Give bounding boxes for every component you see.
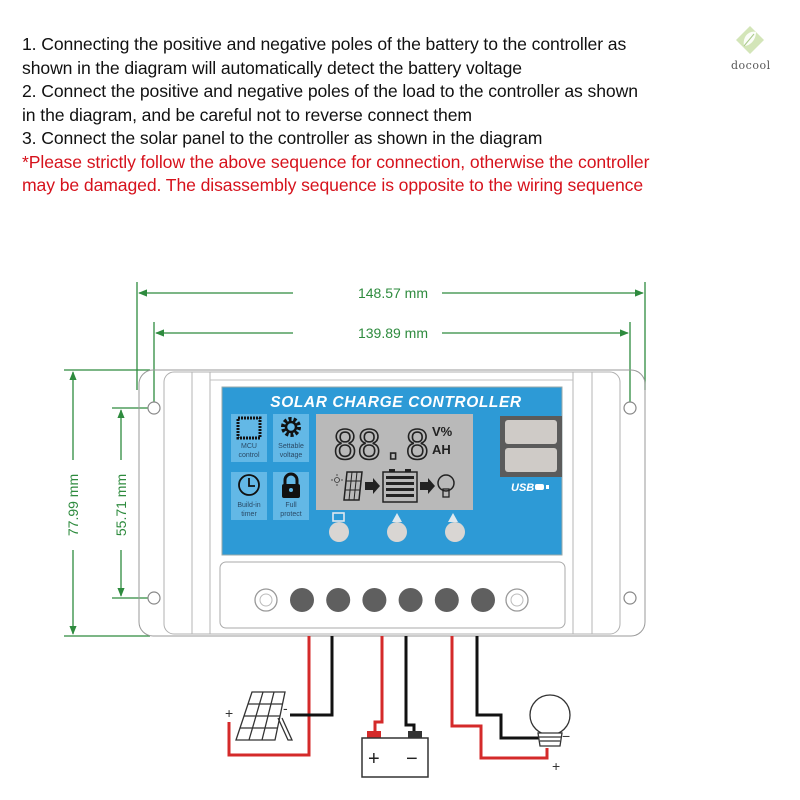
lcd-digits: 88.8 bbox=[333, 423, 429, 469]
instruction-line: shown in the diagram will automatically … bbox=[22, 57, 522, 78]
svg-text:Settable: Settable bbox=[278, 443, 304, 450]
feature-mcu-control: MCU control bbox=[231, 414, 267, 462]
feature-full-protect: Full protect bbox=[273, 472, 309, 520]
load-positive-wire bbox=[450, 636, 549, 760]
solar-panel-icon bbox=[235, 691, 294, 741]
svg-text:Build-in: Build-in bbox=[237, 502, 260, 509]
dim-label-hole-height: 55.71 mm bbox=[113, 474, 129, 536]
terminal-block bbox=[254, 588, 529, 612]
instruction-line: 3. Connect the solar panel to the contro… bbox=[22, 128, 543, 148]
terminal-screw bbox=[398, 588, 423, 612]
load-negative-wire bbox=[475, 636, 540, 740]
up-button[interactable] bbox=[387, 522, 407, 542]
dim-label-overall-height: 77.99 mm bbox=[65, 474, 81, 536]
svg-text:control: control bbox=[238, 452, 259, 459]
instruction-line: in the diagram, and be careful not to re… bbox=[22, 104, 472, 125]
usb-plug-icon bbox=[535, 484, 549, 490]
lcd-unit-bottom: AH bbox=[432, 442, 451, 457]
svg-text:timer: timer bbox=[241, 511, 257, 518]
arrow-right-icon bbox=[420, 478, 435, 494]
solar-minus-sign: - bbox=[283, 700, 288, 716]
battery-negative-wire bbox=[404, 636, 416, 733]
leaf-diamond-icon bbox=[736, 26, 764, 54]
feature-build-in-timer: Build-in timer bbox=[231, 472, 267, 520]
dim-label-overall-width: 148.57 mm bbox=[358, 285, 428, 301]
up-triangle-bulb-icon bbox=[448, 513, 458, 522]
usb-label: USB bbox=[511, 482, 534, 494]
svg-text:MCU: MCU bbox=[241, 443, 257, 450]
load-minus-sign: − bbox=[562, 728, 570, 744]
mcu-chip-icon bbox=[236, 416, 262, 440]
dim-label-hole-width: 139.89 mm bbox=[358, 325, 428, 341]
lock-icon bbox=[282, 472, 300, 498]
mount-hole bbox=[623, 591, 637, 605]
instruction-line: 2. Connect the positive and negative pol… bbox=[22, 81, 638, 101]
svg-text:voltage: voltage bbox=[280, 452, 303, 459]
instructions-block: 1. Connecting the positive and negative … bbox=[22, 33, 762, 198]
mount-hole bbox=[147, 591, 161, 605]
battery-minus-sign: − bbox=[406, 748, 418, 770]
usb-port[interactable] bbox=[505, 420, 557, 444]
usb-port[interactable] bbox=[505, 448, 557, 472]
bulb-icon bbox=[529, 694, 571, 747]
bulb-icon bbox=[437, 474, 455, 498]
solar-positive-wire bbox=[227, 636, 311, 757]
battery-icon bbox=[361, 731, 429, 778]
lcd-unit-top: V% bbox=[432, 424, 453, 439]
battery-wires bbox=[373, 636, 416, 733]
mount-hole bbox=[147, 401, 161, 415]
solar-panel-icon bbox=[343, 471, 363, 501]
watermark-brand: docool bbox=[731, 59, 771, 72]
load-button[interactable] bbox=[445, 522, 465, 542]
warning-line: may be damaged. The disassembly sequence… bbox=[22, 175, 644, 195]
screen-button[interactable] bbox=[329, 522, 349, 542]
dimension-overall-width: 148.57 mm bbox=[136, 282, 646, 390]
terminal-screw bbox=[471, 588, 495, 612]
mount-hole bbox=[623, 401, 637, 415]
screen-icon bbox=[332, 512, 345, 522]
terminal-screws bbox=[290, 588, 495, 612]
terminal-screw bbox=[290, 588, 314, 612]
panel-title: SOLAR CHARGE CONTROLLER bbox=[270, 394, 522, 411]
battery-plus-sign: + bbox=[368, 748, 380, 770]
solar-wires bbox=[227, 636, 334, 757]
controller-body bbox=[138, 369, 646, 637]
load-wires bbox=[450, 636, 549, 760]
terminal-screw bbox=[434, 588, 459, 612]
up-triangle-icon bbox=[392, 513, 402, 522]
battery-icon bbox=[382, 469, 418, 503]
warning-line: *Please strictly follow the above sequen… bbox=[22, 151, 650, 172]
solar-negative-wire bbox=[290, 636, 334, 717]
sun-icon bbox=[331, 474, 343, 486]
terminal-screw bbox=[362, 588, 387, 612]
dimension-hole-height: 55.71 mm bbox=[112, 407, 150, 599]
instruction-line: 1. Connecting the positive and negative … bbox=[22, 34, 627, 54]
feature-settable-voltage: Settable voltage bbox=[273, 414, 309, 462]
gear-icon bbox=[281, 417, 301, 437]
dimension-hole-width: 139.89 mm bbox=[153, 322, 631, 405]
clock-icon bbox=[238, 474, 260, 496]
solar-plus-sign: + bbox=[225, 705, 233, 721]
battery-positive-wire bbox=[373, 636, 384, 733]
terminal-screw bbox=[326, 588, 351, 612]
dimension-overall-height: 77.99 mm bbox=[64, 369, 150, 637]
arrow-right-icon bbox=[365, 478, 380, 494]
svg-text:protect: protect bbox=[280, 511, 301, 518]
load-plus-sign: + bbox=[552, 758, 560, 774]
svg-text:Full: Full bbox=[285, 502, 297, 509]
